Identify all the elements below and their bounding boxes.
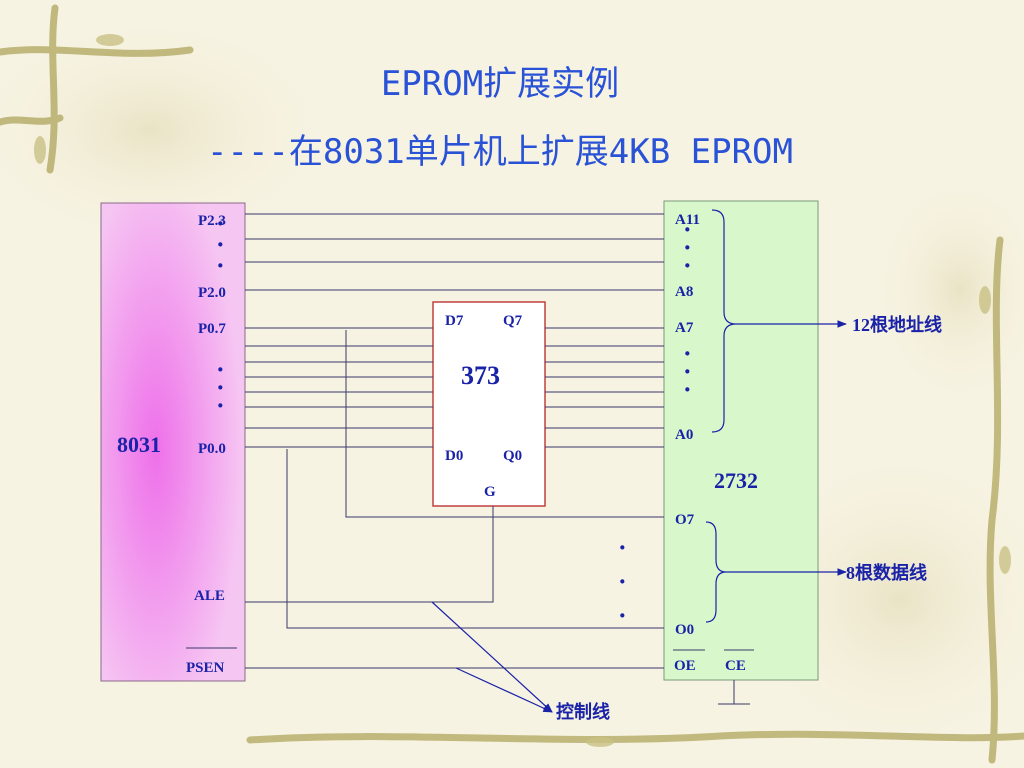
ellipsis-dot: · [683, 339, 692, 368]
ellipsis-dot: · [216, 251, 225, 280]
ellipsis-dot: · [216, 230, 225, 259]
ellipsis-dot: · [683, 375, 692, 404]
ellipsis-dot: · [683, 215, 692, 244]
eprom-pin-a11: A11 [675, 212, 700, 228]
ellipsis-dot: · [216, 373, 225, 402]
eprom-pin-a7: A7 [675, 320, 694, 336]
ellipsis-dot: · [683, 357, 692, 386]
vine-decoration [986, 236, 1004, 764]
ellipsis-dot: · [618, 567, 627, 596]
ellipsis-dot: · [683, 233, 692, 262]
eprom-pin-a0: A0 [675, 427, 693, 443]
ellipsis-dot: · [618, 601, 627, 630]
vine-decoration [46, 4, 59, 174]
eprom-name: 2732 [714, 468, 758, 493]
pin-label-psen: PSEN [186, 660, 225, 676]
latch-pin-q7: Q7 [503, 313, 523, 329]
latch-pin-q0: Q0 [503, 448, 522, 464]
leaf-decoration [999, 546, 1011, 574]
vine-decoration [0, 114, 64, 126]
mcu-name: 8031 [117, 432, 161, 457]
control-lines-label: 控制线 [556, 701, 610, 722]
eprom-pin-o0: O0 [675, 622, 694, 638]
ellipsis-dot: · [618, 533, 627, 562]
background-flower-blob [0, 10, 340, 250]
wire-p0-0-o0 [286, 449, 664, 629]
eprom-pin-o7: O7 [675, 512, 695, 528]
latch-373-chip [432, 301, 546, 507]
data-lines-label: 8根数据线 [846, 562, 927, 583]
latch-pin-d0: D0 [445, 448, 463, 464]
slide-title: EPROM扩展实例 [380, 64, 620, 104]
pin-label-p2-3: P2.3 [198, 213, 226, 229]
latch-pin-d7: D7 [445, 313, 464, 329]
pin-label-ale: ALE [194, 588, 225, 604]
ellipsis-dot: · [216, 355, 225, 384]
eprom-pin-oe: OE [674, 658, 696, 674]
pin-label-p0-7: P0.7 [198, 321, 226, 337]
ellipsis-dot: · [216, 391, 225, 420]
wire-ale-g [245, 506, 494, 603]
pin-label-p0-0: P0.0 [198, 441, 226, 457]
ellipsis-dot: · [683, 251, 692, 280]
pin-label-p2-0: P2.0 [198, 285, 226, 301]
ellipsis-dot: · [216, 209, 225, 238]
eprom-pin-ce: CE [725, 658, 746, 674]
control-arrow-psen [455, 667, 553, 713]
leaf-decoration [96, 34, 124, 46]
leaf-decoration [979, 286, 991, 314]
wire-p0-7-o7 [345, 330, 664, 518]
latch-pin-g: G [484, 484, 496, 500]
vine-decoration [0, 46, 194, 57]
address-lines-label: 12根地址线 [852, 314, 942, 335]
latch-name: 373 [461, 361, 500, 390]
control-arrow-ale [431, 601, 553, 713]
mcu-8031-chip [100, 202, 246, 682]
leaf-decoration [34, 136, 46, 164]
vine-decoration [246, 730, 1024, 744]
eprom-2732-chip [663, 200, 819, 681]
leaf-decoration [586, 737, 614, 747]
eprom-pin-a8: A8 [675, 284, 693, 300]
background-flower-blob [870, 170, 1024, 410]
slide-subtitle: ----在8031单片机上扩展4KB EPROM [207, 132, 793, 172]
